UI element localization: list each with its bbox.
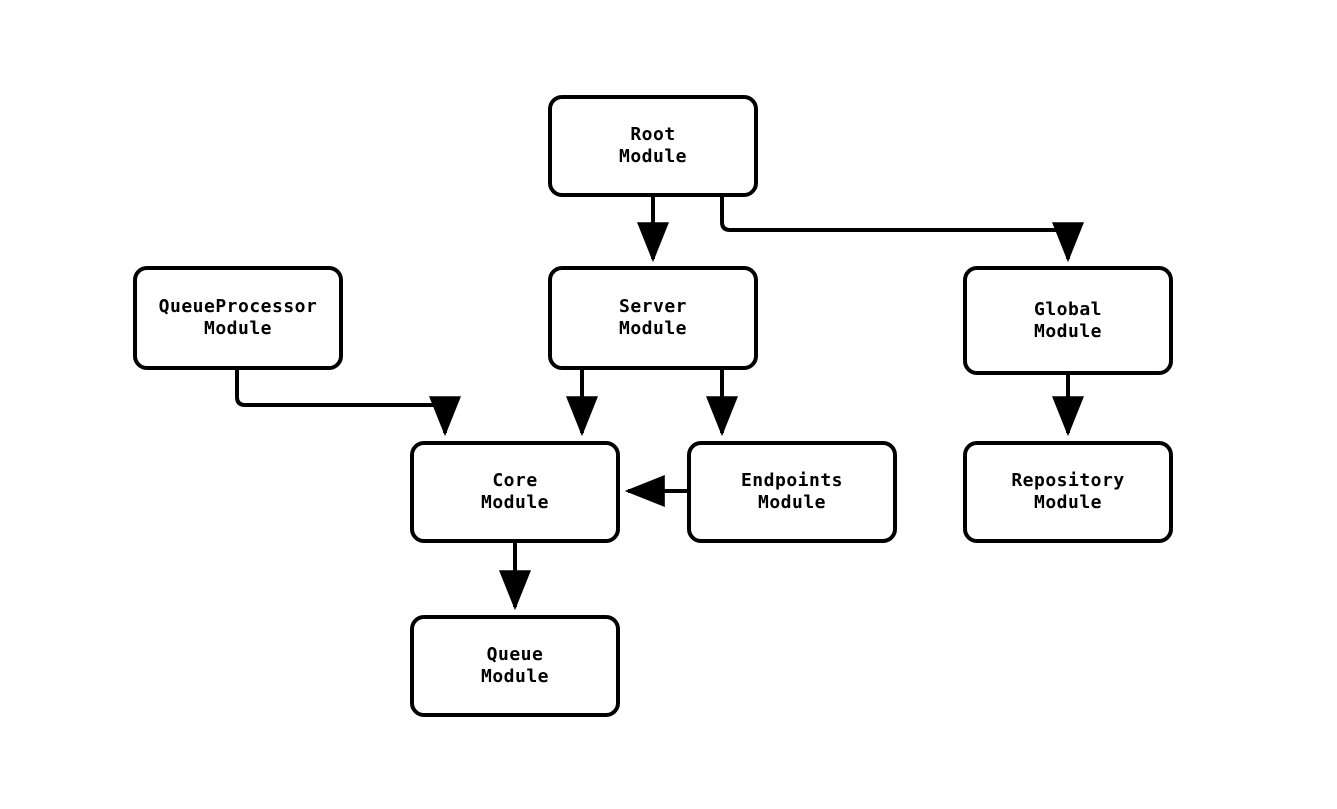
node-queueprocessor-module-line1: QueueProcessor <box>158 296 318 317</box>
node-queueprocessor-module-line2: Module <box>203 318 273 339</box>
node-root-module-line2: Module <box>618 146 688 167</box>
node-endpoints-module[interactable]: Endpoints Module <box>687 441 897 543</box>
node-queue-module[interactable]: Queue Module <box>410 615 620 717</box>
node-core-module[interactable]: Core Module <box>410 441 620 543</box>
edge-queueprocessor-to-core <box>235 370 461 437</box>
node-global-module-line1: Global <box>1033 298 1103 320</box>
node-root-module[interactable]: Root Module <box>548 95 758 197</box>
node-server-module-line2: Module <box>618 318 688 339</box>
node-root-module-line1: Root <box>630 124 676 145</box>
node-repository-module-line2: Module <box>1033 492 1103 513</box>
node-repository-module-line1: Repository <box>1011 470 1125 491</box>
node-endpoints-module-line1: Endpoints <box>740 470 844 491</box>
node-queueprocessor-module[interactable]: QueueProcessor Module <box>133 266 343 370</box>
node-server-module-line1: Server <box>618 296 688 317</box>
node-core-module-line1: Core <box>492 470 538 491</box>
node-core-module-line2: Module <box>480 492 550 513</box>
node-queue-module-line1: Queue <box>486 644 544 665</box>
node-global-module[interactable]: Global Module <box>963 266 1173 375</box>
node-global-module-line2: Module <box>1033 320 1103 342</box>
node-endpoints-module-line2: Module <box>757 492 827 513</box>
node-server-module[interactable]: Server Module <box>548 266 758 370</box>
node-queue-module-line2: Module <box>480 666 550 687</box>
node-repository-module[interactable]: Repository Module <box>963 441 1173 543</box>
edge-root-to-global <box>720 197 1084 263</box>
